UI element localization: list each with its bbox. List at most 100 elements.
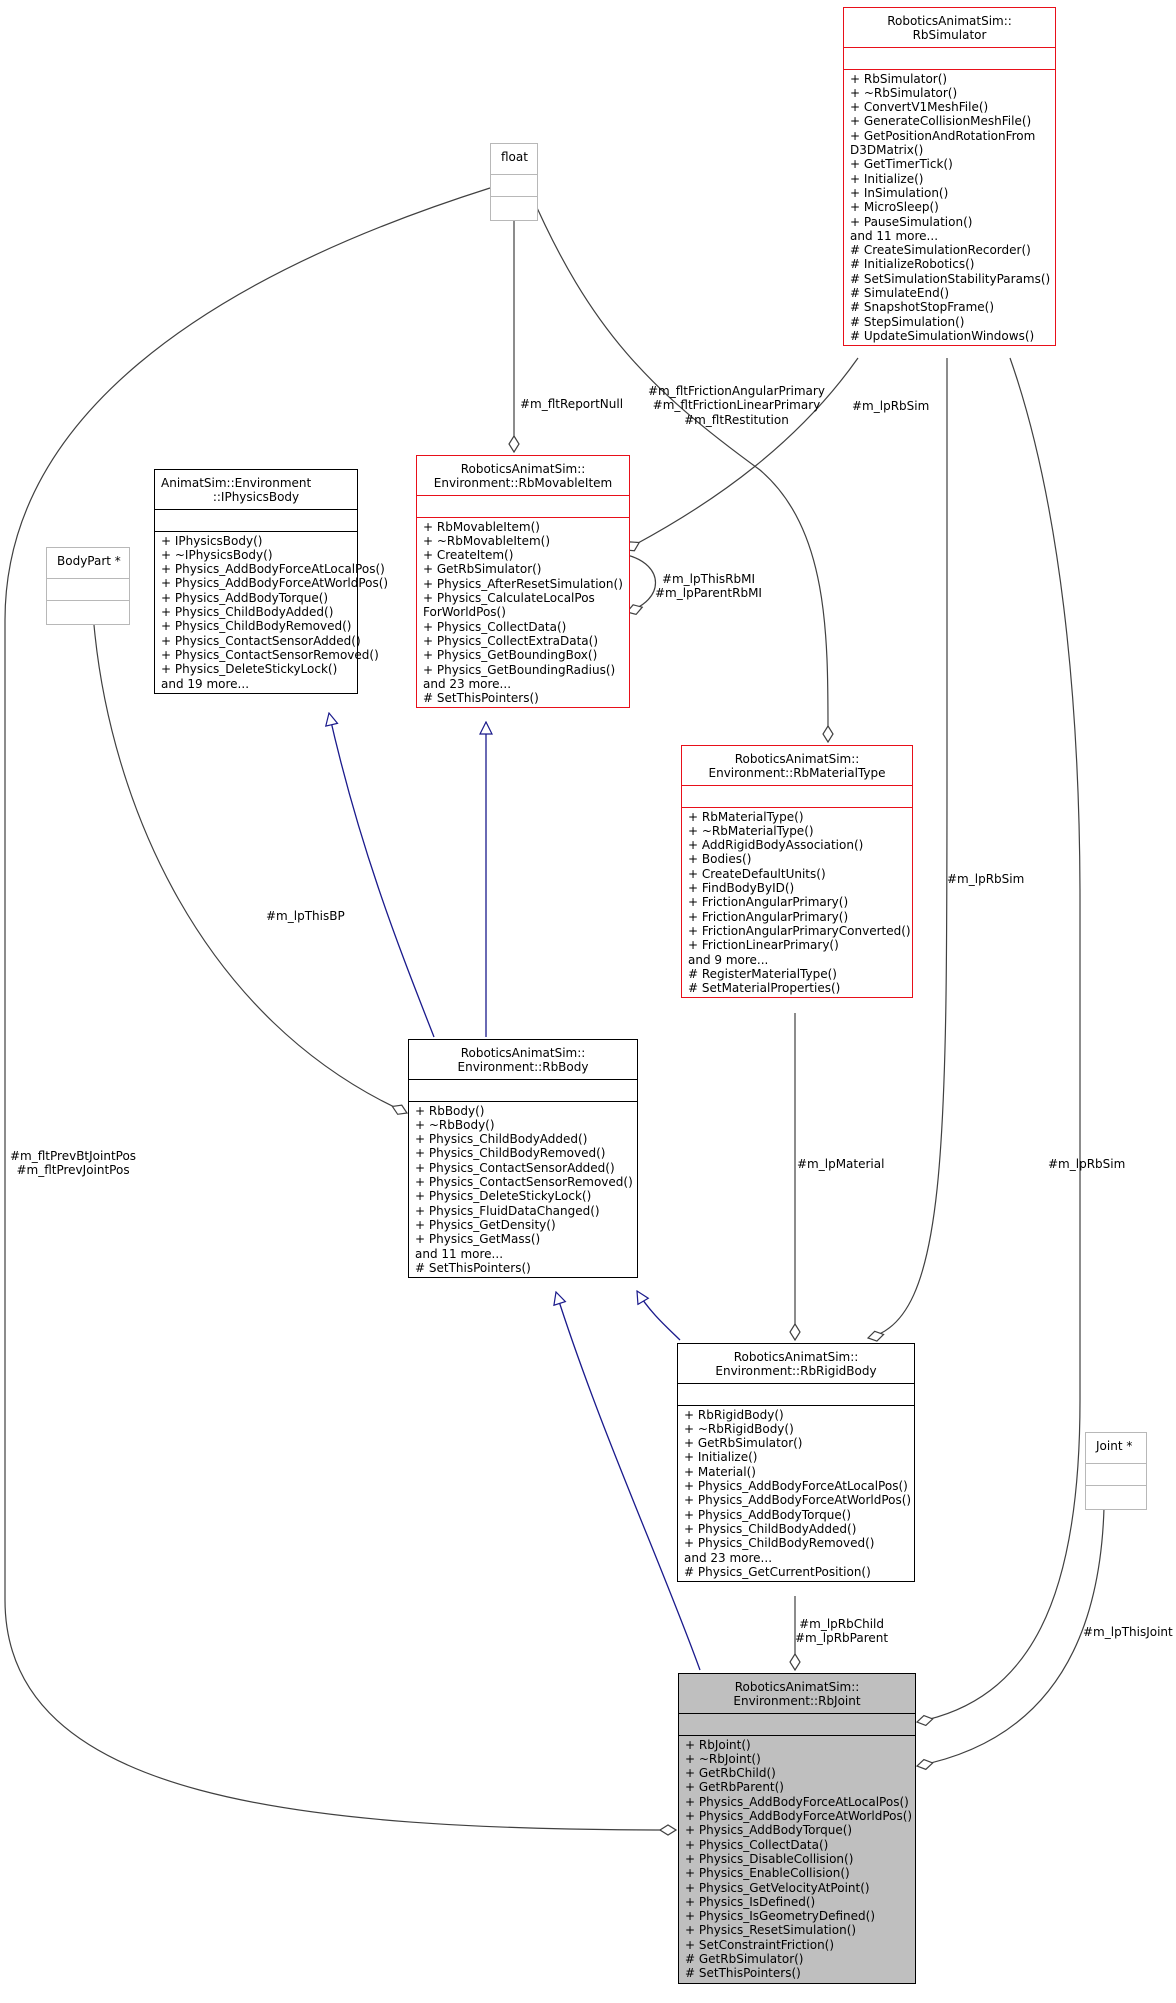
member-line: + SetConstraintFriction() bbox=[685, 1937, 835, 1952]
edge-label-joint-sim: #m_lpRbSim bbox=[1048, 1157, 1126, 1171]
edge-rbsimulator-to-rbrigidbody bbox=[868, 358, 948, 1338]
class-title: RoboticsAnimatSim:: Environment::RbRigid… bbox=[715, 1350, 877, 1379]
member-line: + Physics_AddBodyForceAtLocalPos() bbox=[685, 1794, 909, 1809]
member-line: + Physics_ChildBodyRemoved() bbox=[415, 1146, 606, 1161]
member-line: + Physics_AddBodyForceAtLocalPos() bbox=[684, 1479, 908, 1494]
member-line: + AddRigidBodyAssociation() bbox=[688, 838, 864, 853]
member-line: + FrictionAngularPrimary() bbox=[688, 895, 849, 910]
class-title: Joint * bbox=[1096, 1439, 1133, 1453]
edge-label-rigid-sim: #m_lpRbSim bbox=[947, 872, 1025, 886]
class-rbmaterialtype[interactable]: RoboticsAnimatSim:: Environment::RbMater… bbox=[681, 745, 913, 999]
member-line: + Physics_GetDensity() bbox=[415, 1217, 556, 1232]
edge-bodypart-to-rbbody bbox=[93, 624, 407, 1113]
member-line: + GetRbParent() bbox=[685, 1780, 784, 1795]
member-line: + Physics_ChildBodyAdded() bbox=[415, 1132, 588, 1147]
member-line: + Physics_ChildBodyAdded() bbox=[161, 605, 334, 620]
methods-section: + RbSimulator()+ ~RbSimulator()+ Convert… bbox=[844, 68, 1055, 346]
member-line: and 23 more... bbox=[684, 1550, 773, 1565]
member-line: + ~RbBody() bbox=[415, 1117, 495, 1132]
member-line: + RbSimulator() bbox=[850, 71, 948, 86]
class-bodypart[interactable]: BodyPart * bbox=[46, 547, 130, 625]
edge-label-child-parent: #m_lpRbChild #m_lpRbParent bbox=[795, 1617, 889, 1646]
member-line: # RegisterMaterialType() bbox=[688, 966, 837, 981]
member-line: + Physics_ContactSensorAdded() bbox=[415, 1160, 615, 1175]
member-line: + Physics_AddBodyTorque() bbox=[684, 1507, 852, 1522]
member-line: + ConvertV1MeshFile() bbox=[850, 100, 989, 115]
member-line: + ~RbJoint() bbox=[685, 1751, 761, 1766]
member-line: + Physics_AddBodyForceAtWorldPos() bbox=[161, 576, 389, 591]
methods-section: + RbMovableItem()+ ~RbMovableItem()+ Cre… bbox=[417, 516, 629, 708]
member-line: + FindBodyByID() bbox=[688, 881, 795, 896]
member-line: + Physics_CollectData() bbox=[423, 619, 567, 634]
attributes-section bbox=[844, 46, 1055, 69]
class-joint[interactable]: Joint * bbox=[1085, 1432, 1147, 1510]
class-rbmovableitem[interactable]: RoboticsAnimatSim:: Environment::RbMovab… bbox=[416, 455, 630, 709]
edge-float-to-rbmaterialtype bbox=[529, 191, 828, 742]
attributes-section bbox=[491, 174, 537, 196]
member-line: # InitializeRobotics() bbox=[850, 257, 975, 272]
member-line: + Physics_AfterResetSimulation() bbox=[423, 576, 623, 591]
member-line: + Physics_AddBodyForceAtLocalPos() bbox=[161, 562, 385, 577]
attributes-section bbox=[1086, 1463, 1146, 1485]
member-line: + Physics_GetMass() bbox=[415, 1232, 541, 1247]
member-line: + FrictionLinearPrimary() bbox=[688, 938, 839, 953]
class-float[interactable]: float bbox=[490, 143, 538, 221]
member-line: # SetThisPointers() bbox=[415, 1260, 531, 1275]
member-line: + RbMaterialType() bbox=[688, 809, 804, 824]
member-line: + Physics_IsDefined() bbox=[685, 1894, 816, 1909]
class-title: RoboticsAnimatSim:: RbSimulator bbox=[887, 14, 1012, 43]
edge-rbrigidbody-to-rbbody bbox=[637, 1291, 681, 1341]
member-line: + Physics_ContactSensorRemoved() bbox=[161, 647, 379, 662]
member-line: + Physics_EnableCollision() bbox=[685, 1866, 850, 1881]
member-line: + Physics_FluidDataChanged() bbox=[415, 1203, 600, 1218]
class-title: RoboticsAnimatSim:: Environment::RbJoint bbox=[733, 1680, 861, 1709]
class-title: RoboticsAnimatSim:: Environment::RbMovab… bbox=[433, 462, 613, 491]
member-line: # SimulateEnd() bbox=[850, 286, 950, 301]
class-rbbody[interactable]: RoboticsAnimatSim:: Environment::RbBody … bbox=[408, 1039, 638, 1279]
member-line: # GetRbSimulator() bbox=[685, 1952, 804, 1967]
member-line: # SnapshotStopFrame() bbox=[850, 300, 994, 315]
class-rbrigidbody[interactable]: RoboticsAnimatSim:: Environment::RbRigid… bbox=[677, 1343, 915, 1583]
member-line: # StepSimulation() bbox=[850, 314, 965, 329]
class-rbsimulator[interactable]: RoboticsAnimatSim:: RbSimulator + RbSimu… bbox=[843, 7, 1056, 347]
member-line: + Physics_DisableCollision() bbox=[685, 1851, 854, 1866]
member-line: + GetRbSimulator() bbox=[423, 562, 542, 577]
methods-section bbox=[491, 196, 537, 218]
edge-label-this-bp: #m_lpThisBP bbox=[266, 909, 345, 923]
member-line: D3DMatrix() bbox=[850, 143, 924, 158]
member-line: and 9 more... bbox=[688, 952, 769, 967]
class-iphysicsbody[interactable]: AnimatSim::Environment ::IPhysicsBody + … bbox=[154, 469, 389, 694]
edge-float-to-rbjoint bbox=[4, 187, 676, 1830]
member-line: # CreateSimulationRecorder() bbox=[850, 243, 1031, 258]
member-line: + IPhysicsBody() bbox=[161, 533, 263, 548]
methods-section bbox=[1086, 1485, 1146, 1507]
member-line: + FrictionAngularPrimaryConverted() bbox=[688, 923, 911, 938]
member-line: + Physics_AddBodyTorque() bbox=[685, 1823, 853, 1838]
member-line: + Physics_ResetSimulation() bbox=[685, 1923, 857, 1938]
edge-rbsimulator-to-rbjoint bbox=[917, 357, 1081, 1722]
edge-label-material-props: #m_fltFrictionAngularPrimary #m_fltFrict… bbox=[648, 384, 825, 427]
member-line: + GetRbChild() bbox=[685, 1766, 776, 1781]
member-line: # SetThisPointers() bbox=[423, 691, 539, 706]
attributes-section bbox=[682, 784, 912, 807]
member-line: # UpdateSimulationWindows() bbox=[850, 328, 1035, 343]
class-rbjoint[interactable]: RoboticsAnimatSim:: Environment::RbJoint… bbox=[678, 1673, 916, 1984]
member-line: + RbBody() bbox=[415, 1103, 485, 1118]
member-line: + Physics_ContactSensorRemoved() bbox=[415, 1175, 633, 1190]
member-line: + RbJoint() bbox=[685, 1737, 751, 1752]
member-line: # SetThisPointers() bbox=[685, 1966, 801, 1981]
member-line: + GetPositionAndRotationFrom bbox=[850, 128, 1036, 143]
class-title: RoboticsAnimatSim:: Environment::RbBody bbox=[457, 1046, 589, 1075]
member-line: + ~RbMaterialType() bbox=[688, 823, 814, 838]
class-title: AnimatSim::Environment ::IPhysicsBody bbox=[161, 476, 312, 505]
member-line: and 19 more... bbox=[161, 676, 250, 691]
member-line: and 11 more... bbox=[850, 228, 939, 243]
methods-section: + RbBody()+ ~RbBody()+ Physics_ChildBody… bbox=[409, 1100, 637, 1278]
member-line: + Physics_ChildBodyRemoved() bbox=[161, 619, 352, 634]
member-line: # SetMaterialProperties() bbox=[688, 981, 841, 996]
edge-joint-to-rbjoint bbox=[917, 1507, 1105, 1766]
member-line: + Physics_GetBoundingBox() bbox=[423, 648, 598, 663]
member-line: + MicroSleep() bbox=[850, 200, 939, 215]
member-line: + Physics_DeleteStickyLock() bbox=[161, 662, 338, 677]
member-line: + Physics_ChildBodyRemoved() bbox=[684, 1536, 875, 1551]
